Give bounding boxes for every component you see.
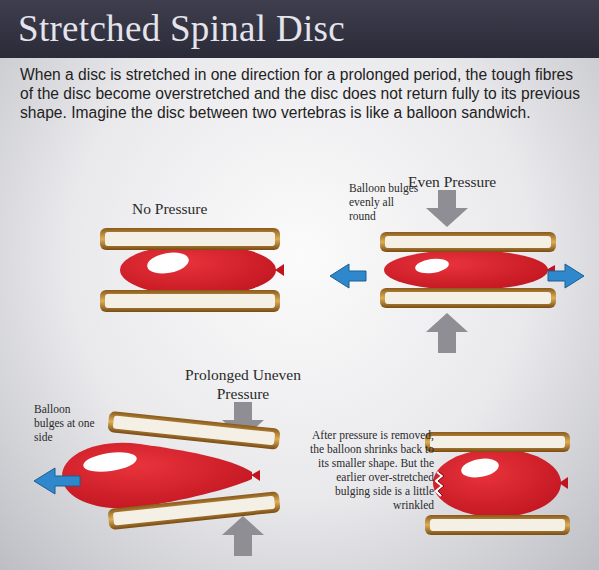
bread-slice <box>385 236 551 248</box>
balloon-knot <box>559 477 568 489</box>
balloon <box>120 244 276 296</box>
bread-crust <box>107 491 280 530</box>
balloon-highlight <box>146 250 191 277</box>
intro-paragraph: When a disc is stretched in one directio… <box>20 65 586 122</box>
balloon-knot <box>275 264 284 276</box>
annotation-note: Balloon bulges at one side <box>34 402 98 444</box>
pressure-arrow <box>438 190 456 209</box>
annotation-note: After pressure is removed, the balloon s… <box>306 428 434 512</box>
title-band <box>0 0 599 58</box>
bread-crust <box>380 288 556 308</box>
balloon <box>384 250 548 290</box>
bulge-arrow <box>34 468 80 494</box>
bread-slice <box>113 496 275 526</box>
pressure-arrow <box>426 313 468 332</box>
pressure-arrow <box>426 208 468 227</box>
bread-slice <box>113 415 275 445</box>
bread-crust <box>380 232 556 252</box>
bread-crust <box>107 411 280 450</box>
panel-heading: Prolonged Uneven Pressure <box>184 365 302 403</box>
pressure-arrow <box>438 331 456 353</box>
bread-crust <box>425 432 570 452</box>
bread-crust <box>100 228 280 250</box>
pressure-arrow <box>234 534 252 556</box>
balloon-highlight <box>414 257 450 276</box>
bread-slice <box>430 436 565 448</box>
balloon-knot <box>251 470 260 481</box>
balloon <box>433 449 561 517</box>
wrinkle-mark <box>438 472 444 496</box>
bread-crust <box>425 515 570 535</box>
bulge-arrow <box>548 264 584 288</box>
panel-heading: Even Pressure <box>408 172 528 191</box>
pressure-arrow <box>222 516 264 535</box>
bread-crust <box>100 290 280 312</box>
title-text: Stretched Spinal Disc <box>18 7 345 50</box>
bread-slice <box>105 232 275 246</box>
balloon-highlight <box>82 449 138 474</box>
bread-slice <box>385 292 551 304</box>
bulge-arrow <box>330 264 366 288</box>
balloon-highlight <box>460 456 501 480</box>
pressure-arrow <box>234 402 252 421</box>
panel-heading: No Pressure <box>132 199 252 218</box>
bread-slice <box>105 294 275 308</box>
bread-slice <box>430 519 565 531</box>
